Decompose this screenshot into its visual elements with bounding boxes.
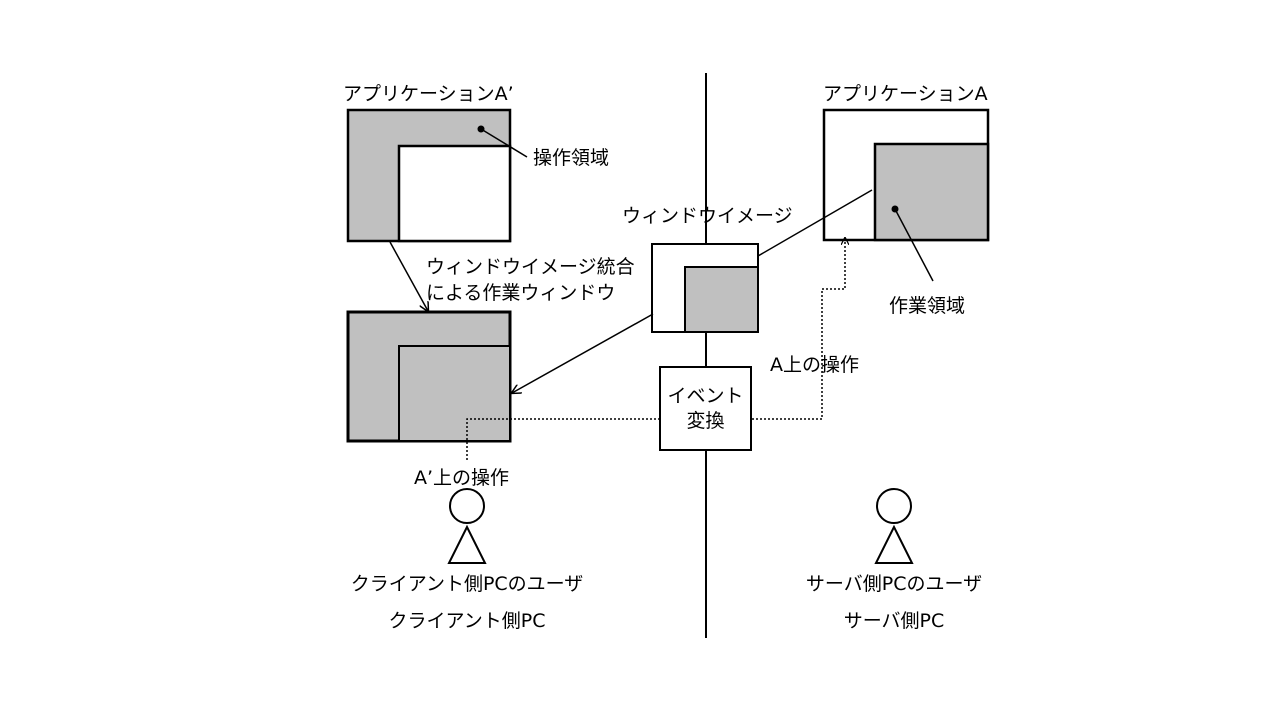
dotted-flow-server — [752, 238, 845, 420]
server-user-figure — [874, 488, 914, 564]
app-a-window — [822, 108, 990, 242]
arrow-window-image-to-work-window — [512, 313, 654, 393]
client-user-label: クライアント側PCのユーザ — [350, 573, 584, 595]
app-a-prime-label: アプリケーションA’ — [343, 83, 514, 105]
dotted-flow-client — [466, 418, 659, 460]
op-on-a-prime-label: A’上の操作 — [414, 467, 510, 489]
work-region-label: 作業領域 — [889, 295, 966, 317]
window-image — [651, 243, 759, 333]
op-region-leader — [480, 128, 528, 158]
line-work-region-to-window-image — [757, 189, 873, 257]
work-region-leader — [894, 208, 934, 282]
event-label-line1: イベント — [667, 384, 744, 407]
op-on-a-label: A上の操作 — [770, 354, 859, 376]
op-region-label: 操作領域 — [533, 147, 610, 169]
server-user-label: サーバ側PCのユーザ — [805, 573, 983, 595]
app-a-label: アプリケーションA — [823, 83, 988, 105]
client-pc-label: クライアント側PC — [388, 610, 546, 632]
work-window-label-line2: による作業ウィンドウ — [426, 282, 616, 304]
app-a-prime-window — [346, 108, 512, 243]
arrow-app-a-prime-to-work-window — [389, 241, 428, 311]
server-pc-label: サーバ側PC — [843, 610, 945, 632]
event-label-line2: 変換 — [686, 409, 725, 432]
client-user-figure — [447, 488, 487, 564]
work-window-label-line1: ウィンドウイメージ統合 — [426, 256, 635, 278]
window-image-label: ウィンドウイメージ — [622, 205, 793, 227]
event-conversion-box: イベント 変換 — [659, 366, 752, 451]
work-window — [346, 310, 512, 443]
